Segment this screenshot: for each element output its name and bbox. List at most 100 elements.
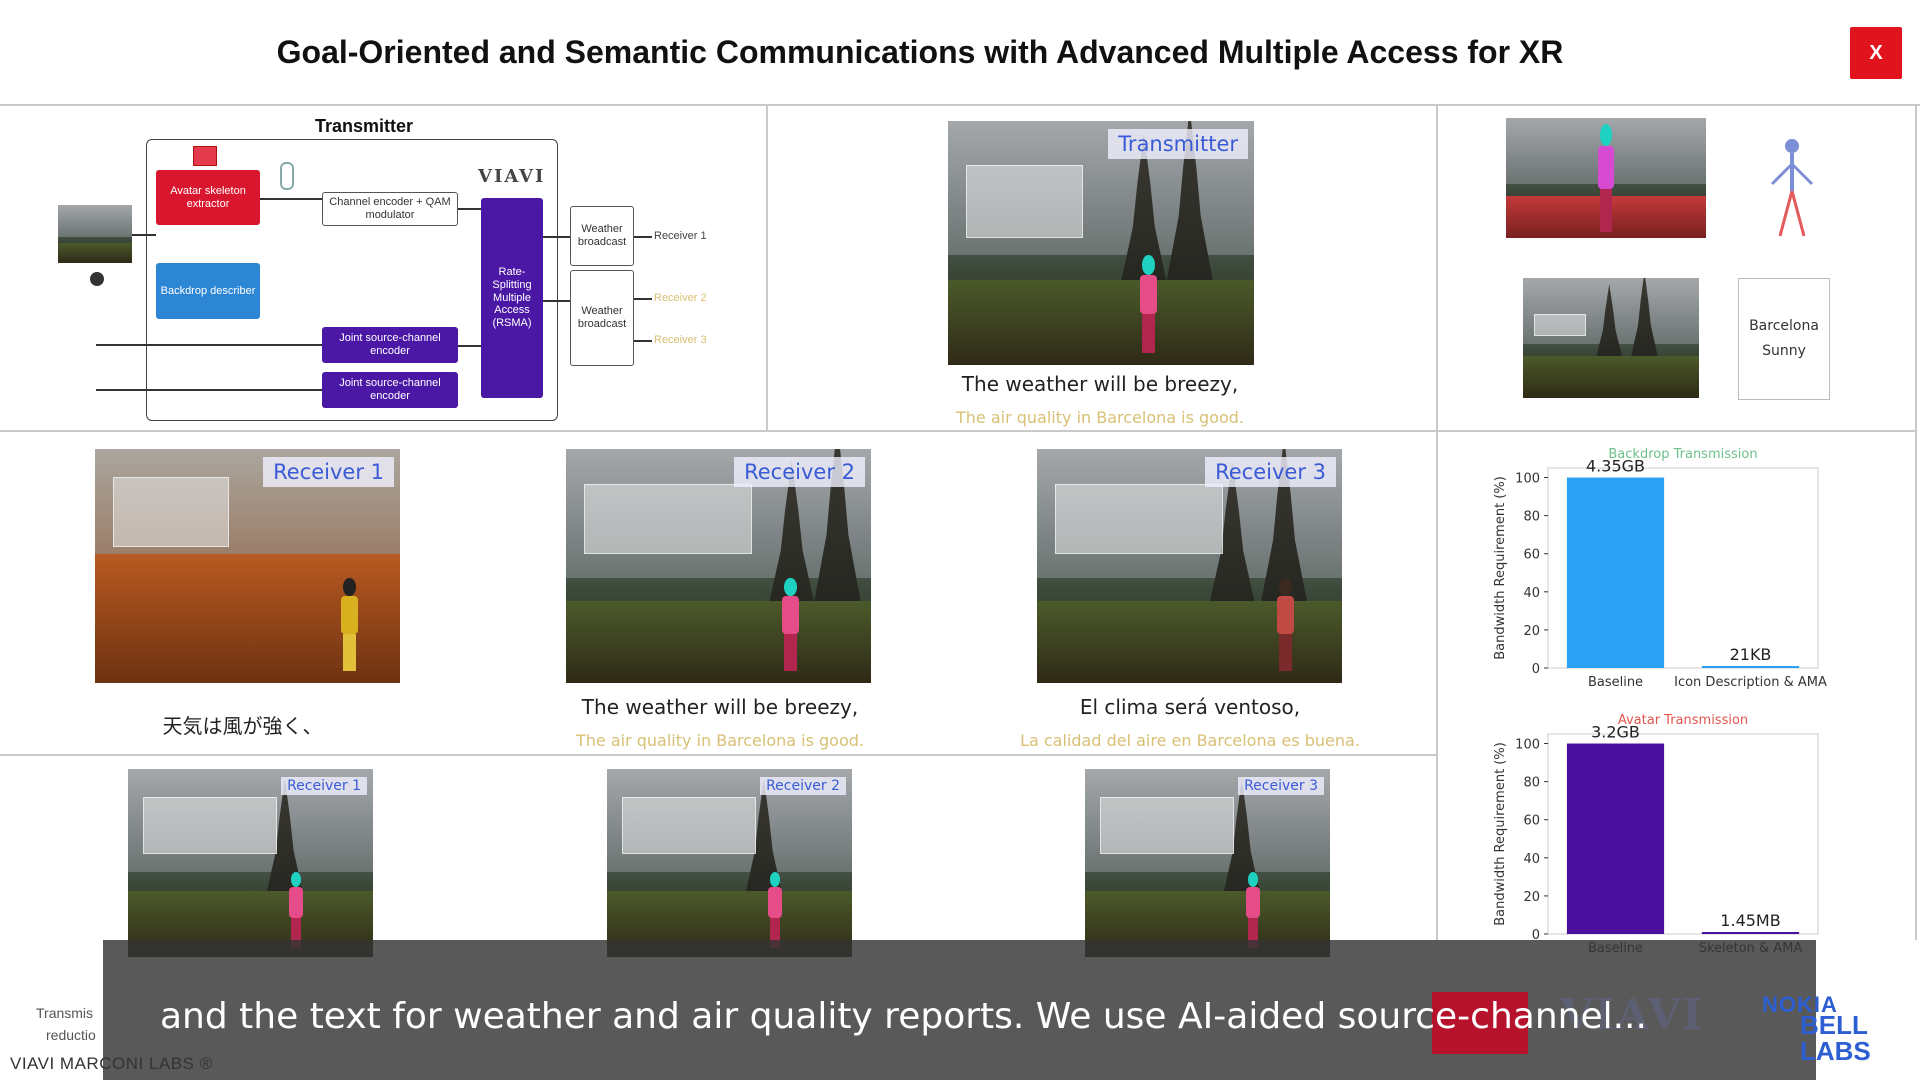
receiver-3-scene: Receiver 3 bbox=[1037, 449, 1342, 683]
arrow bbox=[634, 298, 652, 300]
y-tick-label: 0 bbox=[1532, 928, 1540, 943]
avatar-preview-thumbnail bbox=[1506, 118, 1706, 238]
transmitter-tag: Transmitter bbox=[1108, 129, 1248, 159]
bell-labs-logo-line-2: LABS bbox=[1800, 1036, 1871, 1066]
divider bbox=[0, 430, 1915, 432]
arrow bbox=[260, 198, 322, 200]
y-tick-label: 60 bbox=[1523, 548, 1540, 563]
y-tick-label: 20 bbox=[1523, 890, 1540, 905]
receiver-2-subcaption: The air quality in Barcelona is good. bbox=[575, 731, 864, 750]
x-tick-label: Baseline bbox=[1588, 675, 1643, 690]
viavi-diagram-logo: VIAVI bbox=[478, 166, 546, 187]
bottom-scene-2: Receiver 2 bbox=[607, 769, 852, 957]
weather-card-location: Barcelona bbox=[1749, 317, 1819, 334]
channel-encoder: Channel encoder + QAM modulator bbox=[322, 192, 458, 226]
nokia-logo: NOKIA bbox=[1762, 992, 1838, 1017]
chart-title: Backdrop Transmission bbox=[1608, 447, 1757, 462]
transmitter-subcaption: The air quality in Barcelona is good. bbox=[955, 408, 1244, 427]
bar bbox=[1566, 743, 1665, 934]
bottom-scene-2-tag: Receiver 2 bbox=[760, 777, 846, 795]
avatar-skeleton-extractor: Avatar skeleton extractor bbox=[156, 170, 260, 225]
bell-labs-logo-line-1: BELL bbox=[1800, 1010, 1868, 1040]
arrow bbox=[634, 236, 652, 238]
bar-data-label: 4.35GB bbox=[1586, 457, 1645, 476]
y-tick-label: 20 bbox=[1523, 624, 1540, 639]
transmitter-caption: The weather will be breezy, bbox=[961, 372, 1239, 396]
y-tick-label: 100 bbox=[1515, 738, 1540, 753]
video-subtitle: and the text for weather and air quality… bbox=[160, 996, 1647, 1037]
receiver-3-label: Receiver 3 bbox=[654, 334, 707, 346]
arrow bbox=[458, 208, 481, 210]
joint-source-channel-encoder-2: Joint source-channel encoder bbox=[322, 372, 458, 408]
skeleton-icon bbox=[280, 162, 294, 190]
y-axis-label: Bandwidth Requirement (%) bbox=[1493, 476, 1508, 660]
footer-faded-text-2: reductio bbox=[46, 1027, 96, 1043]
transmitter-scene: Transmitter bbox=[948, 121, 1254, 365]
joint-source-channel-encoder-1: Joint source-channel encoder bbox=[322, 327, 458, 363]
plot-frame bbox=[1547, 467, 1819, 669]
y-axis-label: Bandwidth Requirement (%) bbox=[1493, 742, 1508, 926]
arrow bbox=[543, 300, 570, 302]
weather-broadcast-2: Weather broadcast bbox=[570, 270, 634, 366]
bottom-scene-1-tag: Receiver 1 bbox=[281, 777, 367, 795]
bar-data-label: 1.45MB bbox=[1720, 911, 1780, 930]
receiver-2-label: Receiver 2 bbox=[654, 292, 707, 304]
backdrop-preview-thumbnail bbox=[1523, 278, 1699, 398]
receiver-1-label: Receiver 1 bbox=[654, 230, 707, 242]
receiver-3-caption: El clima será ventoso, bbox=[1079, 695, 1301, 719]
receiver-1-scene: Receiver 1 bbox=[95, 449, 400, 683]
y-tick-label: 80 bbox=[1523, 510, 1540, 525]
backdrop-describer: Backdrop describer bbox=[156, 263, 260, 319]
divider bbox=[1436, 106, 1438, 940]
divider bbox=[766, 106, 768, 430]
page-title: Goal-Oriented and Semantic Communication… bbox=[276, 33, 1564, 70]
y-tick-label: 0 bbox=[1532, 662, 1540, 677]
receiver-1-tag: Receiver 1 bbox=[263, 457, 394, 487]
diagram-title: Transmitter bbox=[315, 116, 414, 136]
y-tick-label: 40 bbox=[1523, 586, 1540, 601]
y-tick-label: 100 bbox=[1515, 472, 1540, 487]
arrow bbox=[458, 345, 481, 347]
receiver-2-tag: Receiver 2 bbox=[734, 457, 865, 487]
subtitle-band bbox=[103, 940, 1816, 1080]
arrow bbox=[543, 236, 570, 238]
skeleton-figure-icon bbox=[1770, 139, 1814, 237]
receiver-2-scene: Receiver 2 bbox=[566, 449, 871, 683]
bar-data-label: 21KB bbox=[1730, 645, 1772, 664]
footer-lab-name: VIAVI MARCONI LABS ® bbox=[10, 1054, 213, 1073]
weather-broadcast-1: Weather broadcast bbox=[570, 206, 634, 266]
y-tick-label: 60 bbox=[1523, 814, 1540, 829]
rsma-block: Rate-Splitting Multiple Access (RSMA) bbox=[481, 198, 543, 398]
chart-title: Avatar Transmission bbox=[1618, 713, 1748, 728]
arrow bbox=[96, 389, 322, 391]
bar bbox=[1701, 666, 1800, 668]
arrow bbox=[634, 340, 652, 342]
partner-logo bbox=[1432, 992, 1528, 1054]
bottom-scene-1: Receiver 1 bbox=[128, 769, 373, 957]
y-tick-label: 80 bbox=[1523, 776, 1540, 791]
bar-data-label: 3.2GB bbox=[1591, 723, 1640, 742]
receiver-2-caption: The weather will be breezy, bbox=[581, 695, 859, 719]
receiver-3-tag: Receiver 3 bbox=[1205, 457, 1336, 487]
bar bbox=[1566, 477, 1665, 668]
plot-frame bbox=[1547, 733, 1819, 935]
bottom-scene-3: Receiver 3 bbox=[1085, 769, 1330, 957]
divider bbox=[0, 754, 1436, 756]
bell-labs-logo: BELL LABS bbox=[1800, 1012, 1871, 1064]
weather-icon-card: Barcelona Sunny bbox=[1738, 278, 1830, 400]
receiver-3-subcaption: La calidad del aire en Barcelona es buen… bbox=[1020, 731, 1360, 750]
close-button[interactable]: X bbox=[1850, 27, 1902, 79]
viavi-logo: VIAVI bbox=[1560, 990, 1704, 1039]
divider bbox=[1915, 106, 1917, 940]
x-tick-label: Icon Description & AMA bbox=[1674, 675, 1827, 690]
title-bar: Goal-Oriented and Semantic Communication… bbox=[0, 0, 1920, 106]
y-tick-label: 40 bbox=[1523, 852, 1540, 867]
input-scene-thumbnail bbox=[58, 205, 132, 263]
arrow bbox=[132, 234, 156, 236]
bottom-scene-3-tag: Receiver 3 bbox=[1238, 777, 1324, 795]
receiver-1-caption: 天気は風が強く、 bbox=[162, 714, 323, 738]
arrow bbox=[96, 344, 322, 346]
speech-icon bbox=[90, 272, 104, 286]
